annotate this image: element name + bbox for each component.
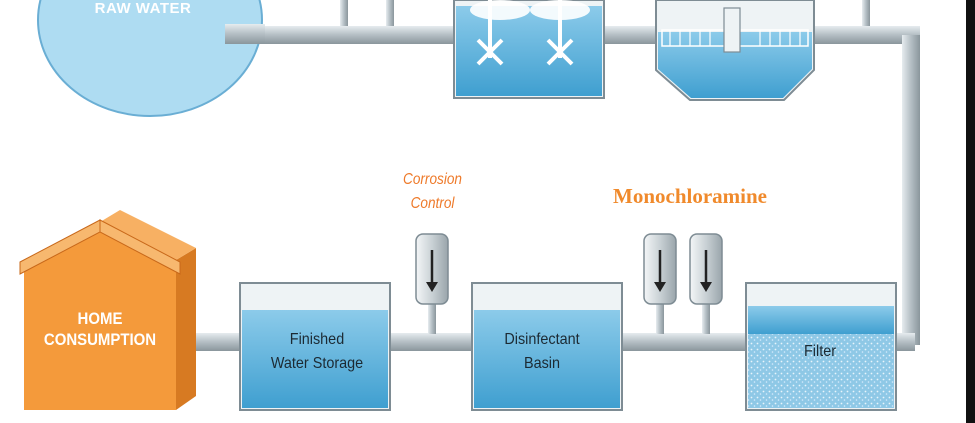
home-label-line2: CONSUMPTION <box>43 330 157 349</box>
right-pipe <box>902 35 920 345</box>
corrosion-label-line1: Corrosion <box>403 171 462 188</box>
raw-water-reservoir <box>37 0 263 117</box>
monochloramine-feeder-2 <box>689 233 723 334</box>
home-consumption-label: HOME CONSUMPTION <box>40 308 160 350</box>
disinfectant-label-line2: Basin <box>523 355 561 372</box>
raw-water-label: RAW WATER <box>94 0 192 17</box>
reservoir-outlet <box>225 24 265 44</box>
monochloramine-feeder-1 <box>643 233 677 334</box>
corrosion-control-label: Corrosion Control <box>392 168 473 216</box>
house-icon <box>19 210 196 410</box>
home-label-line1: HOME <box>77 309 123 328</box>
corrosion-control-feeder <box>415 233 449 334</box>
finished-label-line2: Water Storage <box>270 355 364 372</box>
finished-label-line1: Finished <box>289 331 345 348</box>
feed-stub <box>340 0 348 26</box>
disinfectant-label-line1: Disinfectant <box>504 331 580 348</box>
feed-stub <box>386 0 394 26</box>
finished-water-storage-label: Finished Water Storage <box>244 328 390 376</box>
frame-edge <box>966 0 975 423</box>
mixer-paddle-icon <box>476 0 504 66</box>
corrosion-label-line2: Control <box>410 195 455 212</box>
monochloramine-label: Monochloramine <box>613 184 767 208</box>
mixer-paddle-icon <box>546 0 574 66</box>
filter-media <box>748 334 894 408</box>
feed-stub <box>862 0 870 26</box>
filter-label: Filter <box>803 343 837 360</box>
rake-drive-icon <box>723 7 741 53</box>
disinfectant-basin-label: Disinfectant Basin <box>474 328 611 376</box>
